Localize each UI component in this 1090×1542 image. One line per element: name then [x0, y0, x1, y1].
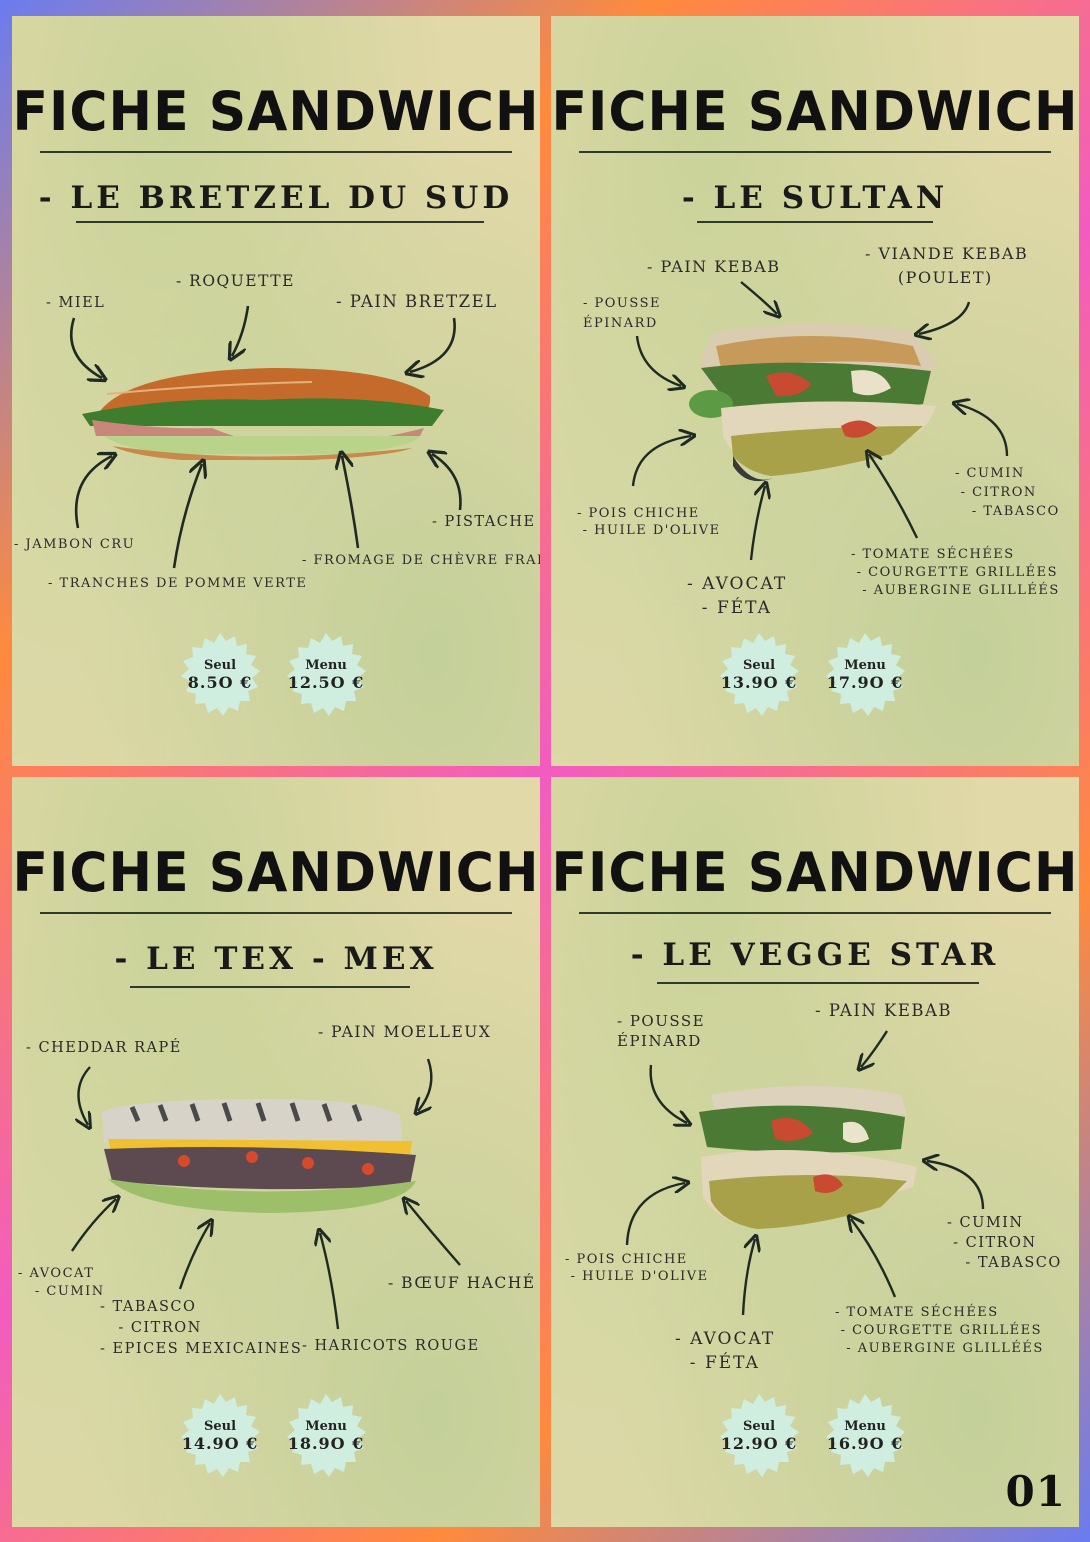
price-value: 8.5O € — [187, 673, 253, 692]
ingredient-cumin-citron: - CUMIN - CITRON - TABASCO — [947, 1215, 1062, 1271]
sandwich-name: - LE SULTAN — [681, 180, 949, 216]
page-number: 01 — [1005, 1467, 1066, 1516]
sandwich-name: - LE TEX - MEX — [114, 941, 438, 977]
price-value: 14.9O € — [181, 1434, 259, 1453]
card-headline: Fiche sandwich — [551, 841, 1079, 905]
headline-divider — [40, 912, 512, 914]
price-value: 18.9O € — [287, 1434, 365, 1453]
vegge-sandwich-image — [699, 1086, 917, 1229]
sandwich-illustration — [631, 281, 1009, 561]
sandwich-name: - LE VEGGE STAR — [630, 937, 1000, 973]
price-label: Menu — [844, 1419, 886, 1434]
ingredient-pois-chiche: - POIS CHICHE - HUILE D'OLIVE — [577, 506, 721, 538]
ingredient-pomme-verte: - TRANCHES DE POMME VERTE — [48, 576, 308, 591]
ingredient-epices: - TABASCO - CITRON - EPICES MEXICAINES — [100, 1299, 303, 1357]
price-value: 12.9O € — [720, 1434, 798, 1453]
ingredient-pousse-epinard: - POUSSE ÉPINARD — [617, 1012, 706, 1050]
price-badge-seul: Seul 13.9O € — [717, 633, 801, 717]
price-value: 13.9O € — [720, 673, 798, 692]
ingredient-avocat-feta: - AVOCAT - FÉTA — [687, 574, 788, 618]
sandwich-card-vegge-star: Fiche sandwich - LE VEGGE STAR - POUSSE … — [551, 777, 1079, 1527]
ingredient-viande-kebab: - VIANDE KEBAB (POULET) — [865, 244, 1029, 287]
price-value: 12.5O € — [287, 673, 365, 692]
ingredient-boeuf: - BŒUF HACHÉ — [388, 1274, 536, 1292]
price-badge-menu: Menu 16.9O € — [823, 1394, 907, 1478]
sandwich-card-tex-mex: Fiche sandwich - LE TEX - MEX - CHEDDAR … — [12, 777, 540, 1527]
sandwich-name: - LE BRETZEL DU SUD — [38, 180, 514, 216]
name-underline — [697, 221, 933, 223]
ingredient-haricots: - HARICOTS ROUGE — [302, 1338, 480, 1354]
ingredient-legumes: - TOMATE SÉCHÉES - COURGETTE GRILLÉES - … — [851, 547, 1060, 598]
ingredient-pain-kebab: - PAIN KEBAB — [647, 257, 781, 276]
ingredient-pain-moelleux: - PAIN MOELLEUX — [318, 1023, 492, 1041]
price-value: 16.9O € — [826, 1434, 904, 1453]
ingredient-chevre: - FROMAGE DE CHÈVRE FRAIS — [302, 553, 540, 568]
ingredient-avocat-feta: - AVOCAT - FÉTA — [675, 1329, 776, 1373]
card-headline: Fiche sandwich — [12, 80, 540, 144]
sandwich-illustration — [625, 1030, 985, 1316]
price-label: Menu — [844, 658, 886, 673]
sandwich-card-bretzel: Fiche sandwich - LE BRETZEL DU SUD - ROQ… — [12, 16, 540, 766]
ingredient-jambon-cru: - JAMBON CRU — [14, 537, 136, 552]
price-badge-menu: Menu 12.5O € — [284, 633, 368, 717]
price-badge-seul: Seul 14.9O € — [178, 1394, 262, 1478]
name-underline — [130, 986, 410, 988]
ingredient-avocat-cumin: - AVOCAT - CUMIN — [18, 1266, 105, 1299]
name-underline — [76, 221, 484, 223]
sandwich-illustration — [71, 1058, 461, 1330]
price-value: 17.9O € — [826, 673, 904, 692]
price-label: Seul — [203, 658, 237, 673]
ingredient-miel: - MIEL — [46, 295, 106, 311]
headline-divider — [40, 151, 512, 153]
price-label: Seul — [742, 658, 776, 673]
ingredient-pistache: - PISTACHE — [432, 514, 536, 530]
ingredient-roquette: - ROQUETTE — [176, 272, 295, 290]
price-badge-menu: Menu 17.9O € — [823, 633, 907, 717]
price-badge-menu: Menu 18.9O € — [284, 1394, 368, 1478]
card-headline: Fiche sandwich — [12, 841, 540, 905]
tex-mex-sandwich-image — [102, 1099, 416, 1213]
sandwich-card-sultan: Fiche sandwich - LE SULTAN - PAIN KEBAB … — [551, 16, 1079, 766]
ingredient-cheddar: - CHEDDAR RAPÉ — [26, 1040, 182, 1056]
price-label: Menu — [305, 1419, 347, 1434]
ingredient-pois-chiche: - POIS CHICHE - HUILE D'OLIVE — [565, 1252, 709, 1284]
price-label: Seul — [203, 1419, 237, 1434]
ingredient-cumin-citron: - CUMIN - CITRON - TABASCO — [955, 466, 1060, 519]
headline-divider — [579, 912, 1051, 914]
card-headline: Fiche sandwich — [551, 80, 1079, 144]
ingredient-pain-bretzel: - PAIN BRETZEL — [336, 292, 498, 311]
ingredient-pain-kebab: - PAIN KEBAB — [815, 1001, 953, 1020]
sandwich-illustration — [69, 305, 462, 569]
name-underline — [657, 982, 979, 984]
price-badge-seul: Seul 8.5O € — [178, 633, 262, 717]
headline-divider — [579, 151, 1051, 153]
ingredient-pousse-epinard: - POUSSE ÉPINARD — [583, 296, 661, 331]
price-label: Menu — [305, 658, 347, 673]
sultan-sandwich-image — [689, 323, 936, 482]
price-label: Seul — [742, 1419, 776, 1434]
ingredient-legumes: - TOMATE SÉCHÉES - COURGETTE GRILLÉES - … — [835, 1305, 1044, 1356]
price-badge-seul: Seul 12.9O € — [717, 1394, 801, 1478]
bretzel-sandwich-image — [82, 368, 444, 460]
